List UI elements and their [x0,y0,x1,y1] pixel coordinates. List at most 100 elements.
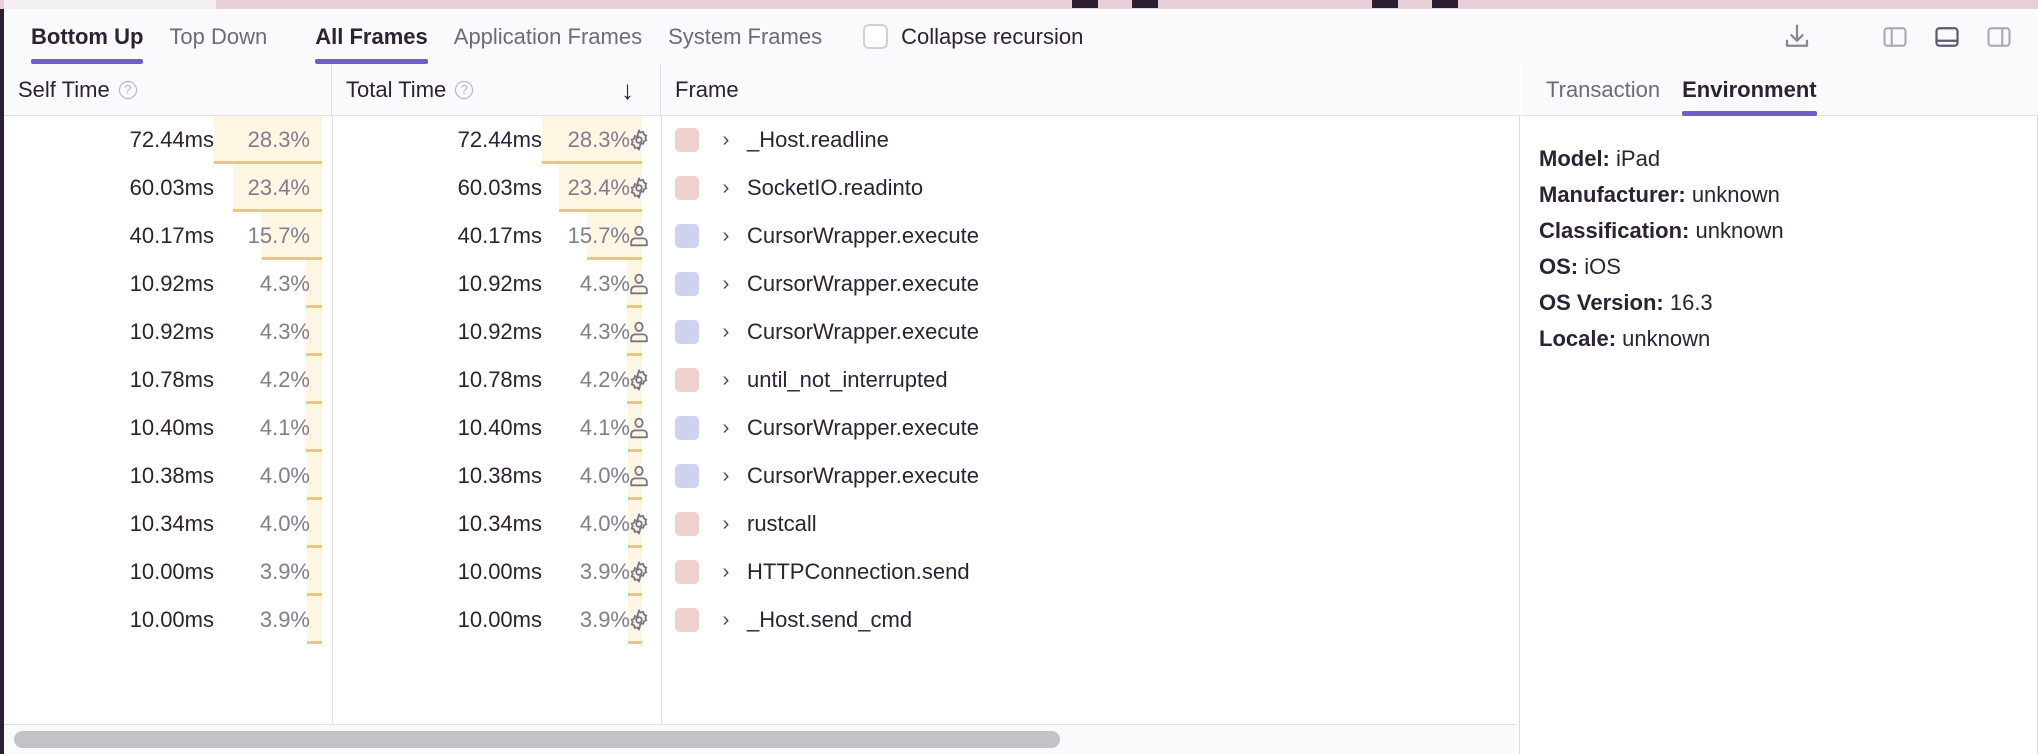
column-header-total-time[interactable]: Total Time ? ↓ [332,64,661,116]
cell-self-time: 10.34ms [129,511,214,536]
help-icon[interactable]: ? [455,81,474,99]
cell-self-percent: 15.7% [214,212,322,260]
cell-frame[interactable]: › rustcall [661,500,1520,548]
frame-name-label: SocketIO.readinto [747,175,924,200]
cell-frame[interactable]: › CursorWrapper.execute [661,404,1520,452]
self-percent-label: 4.3% [259,271,310,296]
tab-top-down[interactable]: Top Down [156,9,280,64]
person-icon[interactable] [616,308,661,356]
person-icon[interactable] [616,452,661,500]
horizontal-scrollbar-track[interactable] [4,724,1517,754]
cell-total-time: 10.92ms [457,319,542,344]
gear-icon[interactable] [616,596,661,644]
total-percent-label: 23.4% [567,175,630,200]
self-percent-bar [305,356,322,404]
cell-total-percent: 23.4% [542,164,642,212]
environment-value: iPad [1616,146,1661,171]
tab-all-frames-label: All Frames [315,23,428,49]
person-icon[interactable] [616,260,661,308]
person-icon[interactable] [616,212,661,260]
self-percent-label: 15.7% [247,223,310,248]
panel-bottom-icon[interactable] [1930,20,1964,54]
frame-color-swatch [675,512,699,536]
collapse-recursion-checkbox[interactable] [863,24,889,49]
frame-name-label: CursorWrapper.execute [747,415,979,440]
chevron-right-icon[interactable]: › [722,321,730,343]
cell-frame[interactable]: ›CursorWrapper.execute [661,452,1520,500]
view-mode-tabs: Bottom Up Top Down All Frames Applicatio… [18,9,835,64]
frame-color-swatch [675,608,699,632]
cell-total-percent: 4.2% [542,356,642,404]
tab-environment[interactable]: Environment [1671,64,1827,116]
sort-descending-icon[interactable]: ↓ [621,75,634,105]
cell-frame[interactable]: ›_Host.send_cmd [661,596,1520,644]
chevron-right-icon[interactable]: › [722,225,730,247]
cell-self-percent: 23.4% [214,164,322,212]
tab-transaction[interactable]: Transaction [1535,64,1671,116]
column-header-frame[interactable]: Frame [661,64,1520,116]
chevron-right-icon[interactable]: › [722,273,730,295]
cell-frame[interactable]: ›_Host.readline [661,116,1520,164]
cell-self-percent: 4.3% [214,260,322,308]
cell-frame[interactable]: ›CursorWrapper.execute [661,260,1520,308]
cell-total-time: 10.00ms [457,607,542,632]
chevron-right-icon[interactable]: › [722,369,730,391]
frame-color-swatch [675,368,699,392]
chevron-right-icon[interactable]: › [722,609,730,631]
cell-total-time: 60.03ms [457,175,542,200]
chevron-right-icon[interactable]: › [722,465,730,487]
cell-self-time: 10.92ms [129,319,214,344]
person-icon[interactable] [616,404,661,452]
collapse-recursion-control[interactable]: Collapse recursion [863,24,1083,50]
cell-frame[interactable]: ›until_not_interrupted [661,356,1520,404]
tab-application-frames[interactable]: Application Frames [441,9,655,64]
environment-row: Locale: unknown [1539,321,2038,357]
tab-system-frames[interactable]: System Frames [655,9,835,64]
total-percent-bar [627,356,642,404]
panel-right-icon[interactable] [1982,20,2016,54]
gear-icon[interactable] [616,164,661,212]
tab-all-frames[interactable]: All Frames [302,9,441,64]
chevron-right-icon[interactable]: › [722,561,730,583]
chevron-right-icon[interactable]: › [722,177,730,199]
chevron-right-icon[interactable]: › [722,513,730,535]
frame-name-label: rustcall [747,511,817,536]
column-header-self-time[interactable]: Self Time ? [4,64,332,116]
cell-total-percent: 3.9% [542,548,642,596]
horizontal-scrollbar-thumb[interactable] [14,731,1060,748]
gear-icon[interactable] [616,356,661,404]
cell-frame[interactable]: › SocketIO.readinto [661,164,1520,212]
environment-key: Locale: [1539,326,1617,351]
cell-frame[interactable]: ›CursorWrapper.execute [661,308,1520,356]
total-percent-label: 4.3% [579,271,630,296]
total-percent-label: 4.1% [579,415,630,440]
gear-icon[interactable] [616,116,661,164]
download-icon[interactable] [1780,20,1814,54]
gear-icon[interactable] [616,500,661,548]
chevron-right-icon[interactable]: › [722,129,730,151]
environment-key: OS: [1539,254,1579,279]
cell-frame[interactable]: ›CursorWrapper.execute [661,212,1520,260]
chevron-right-icon[interactable]: › [722,417,730,439]
self-percent-bar [306,500,322,548]
total-percent-bar [586,212,642,260]
cell-self-percent: 3.9% [214,548,322,596]
gear-icon[interactable] [616,548,661,596]
tab-bottom-up[interactable]: Bottom Up [18,9,156,64]
help-icon[interactable]: ? [118,81,137,99]
panel-left-icon[interactable] [1878,20,1912,54]
cell-frame[interactable]: ›HTTPConnection.send [661,548,1520,596]
